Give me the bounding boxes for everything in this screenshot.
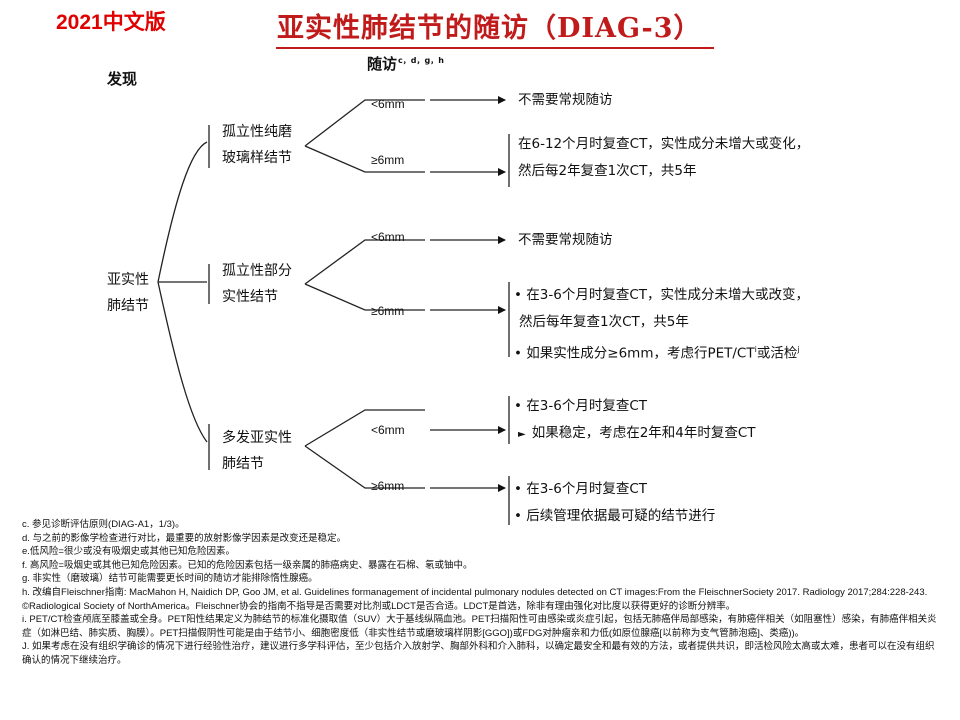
footnotes: c. 参见诊断评估原则(DIAG-A1，1/3)。 d. 与之前的影像学检查进行… [22, 518, 942, 668]
page-title: 亚实性肺结节的随访（DIAG-3） [277, 13, 702, 44]
recommendation-bullet-item: • 在3-6个月时复查CT [514, 398, 647, 414]
recommendation-part-solid-large: • 在3-6个月时复查CT，实性成分未增大或改变， 然后每年复查1次CT，共5年… [514, 282, 809, 368]
branch-node-line2: 肺结节 [222, 456, 264, 472]
size-label-small: <6mm [371, 97, 405, 111]
branch-node-multiple-subsolid: 多发亚实性 肺结节 [222, 425, 292, 477]
footnote-j: J. 如果考虑在没有组织学确诊的情况下进行经验性治疗，建议进行多学科评估，至少包… [22, 641, 935, 666]
branch-node-part-solid: 孤立性部分 实性结节 [222, 258, 292, 310]
branch-node-pure-ggn: 孤立性纯磨 玻璃样结节 [222, 119, 292, 171]
footnote-h: h. 改编自Fleischner指南: MacMahon H, Naidich … [22, 586, 928, 612]
triangle-bullet-icon: ► [518, 429, 526, 440]
footnote-f: f. 高风险=吸烟史或其他已知危险因素。已知的危险因素包括一级亲属的肺癌病史、暴… [22, 559, 473, 571]
recommendation-line: 然后每2年复查1次CT，共5年 [518, 163, 697, 179]
followup-header-footnote-refs: c，d，g，h [398, 56, 444, 65]
recommendation-line: 然后每年复查1次CT，共5年 [519, 314, 689, 330]
recommendation-bullet-item: • 后续管理依据最可疑的结节进行 [514, 508, 716, 524]
recommendation-bullet-item: • 如果实性成分≥6mm，考虑行PET/CTi或活检j [514, 345, 800, 362]
size-label-large: ≥6mm [371, 479, 405, 493]
footnote-c: c. 参见诊断评估原则(DIAG-A1，1/3)。 [22, 519, 185, 530]
size-label-small: <6mm [371, 230, 405, 244]
size-label-small: <6mm [371, 423, 405, 437]
branch-node-line2: 玻璃样结节 [222, 150, 292, 166]
recommendation-no-routine-followup: 不需要常规随访 [518, 92, 613, 108]
followup-column-header: 随访c，d，g，h [367, 53, 444, 74]
recommendation-line: 在6-12个月时复查CT，实性成分未增大或变化， [518, 136, 810, 152]
followup-header-label: 随访 [367, 55, 398, 73]
recommendation-multiple-small: • 在3-6个月时复查CT ►如果稳定，考虑在2年和4年时复查CT [514, 393, 756, 448]
branch-node-line2: 实性结节 [222, 289, 278, 305]
branch-node-line1: 孤立性纯磨 [222, 124, 292, 140]
recommendation-sub-item: ►如果稳定，考虑在2年和4年时复查CT [514, 420, 756, 448]
recommendation-pure-ggn-large: 在6-12个月时复查CT，实性成分未增大或变化， 然后每2年复查1次CT，共5年 [518, 131, 809, 185]
size-label-large: ≥6mm [371, 304, 405, 318]
title-underline [276, 47, 714, 49]
version-badge: 2021中文版 [56, 11, 166, 34]
root-node-line1: 亚实性 [107, 272, 149, 288]
branch-node-line1: 多发亚实性 [222, 430, 292, 446]
root-node-subsolid-nodule: 亚实性 肺结节 [107, 267, 149, 319]
footnote-d: d. 与之前的影像学检查进行对比，最重要的放射影像学因素是改变还是稳定。 [22, 532, 347, 544]
recommendation-bullet-item: • 在3-6个月时复查CT [514, 481, 647, 497]
recommendation-bullet-item: • 在3-6个月时复查CT，实性成分未增大或改变， [514, 287, 809, 303]
branch-node-line1: 孤立性部分 [222, 263, 292, 279]
recommendation-no-routine-followup: 不需要常规随访 [518, 232, 613, 248]
root-node-line2: 肺结节 [107, 298, 149, 314]
footnote-g: g. 非实性（磨玻璃）结节可能需要更长时间的随访才能排除惰性腺癌。 [22, 573, 318, 585]
finding-column-header: 发现 [107, 70, 138, 88]
footnote-e: e.低风险=很少或没有吸烟史或其他已知危险因素。 [22, 546, 235, 558]
footnote-i: i. PET/CT检查颅底至膝盖或全身。PET阳性结果定义为肺结节的标准化摄取值… [22, 614, 937, 639]
size-label-large: ≥6mm [371, 153, 405, 167]
recommendation-multiple-large: • 在3-6个月时复查CT • 后续管理依据最可疑的结节进行 [514, 476, 715, 530]
